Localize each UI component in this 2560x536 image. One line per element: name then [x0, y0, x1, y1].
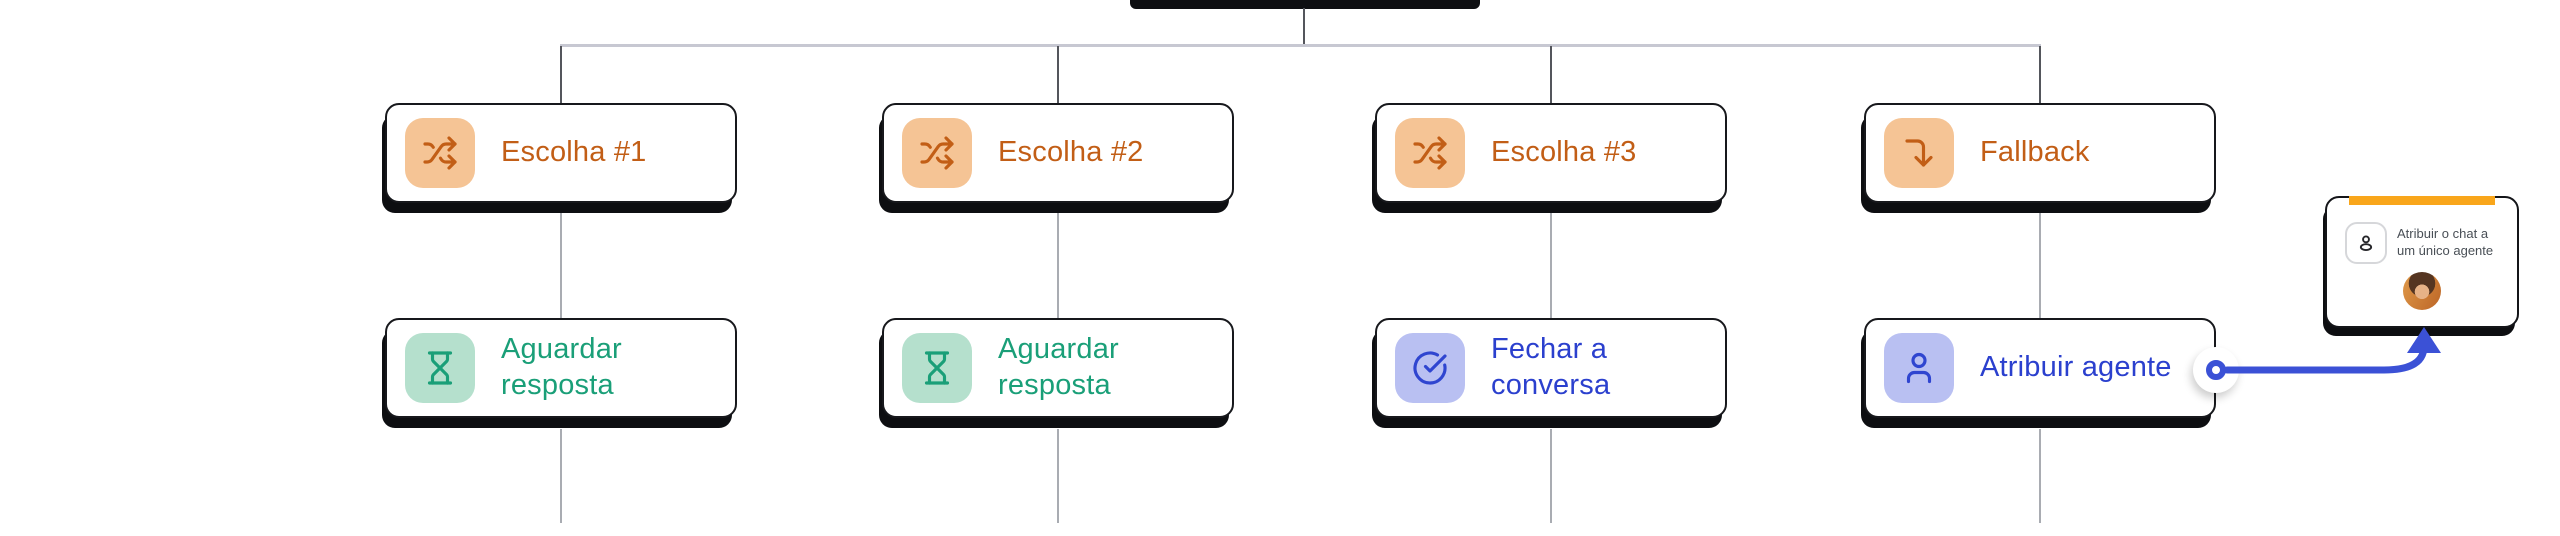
- shuffle-icon: [1395, 118, 1465, 188]
- connector-drop-2: [1057, 46, 1059, 104]
- hourglass-icon: [902, 333, 972, 403]
- node-escolha-1[interactable]: Escolha #1: [385, 103, 737, 203]
- check-circle-icon: [1395, 333, 1465, 403]
- node-label: Aguardar resposta: [998, 333, 1119, 401]
- node-label: Fechar a conversa: [1491, 333, 1611, 401]
- node-atribuir-agente[interactable]: Atribuir agente: [1864, 318, 2216, 418]
- node-fechar-conversa[interactable]: Fechar a conversa: [1375, 318, 1727, 418]
- connector-mid-2: [1057, 212, 1059, 319]
- node-label: Escolha #1: [501, 136, 647, 169]
- connector-mid-3: [1550, 212, 1552, 319]
- node-fallback[interactable]: Fallback: [1864, 103, 2216, 203]
- connector-bottom-3: [1550, 429, 1552, 523]
- assign-agent-text: Atribuir o chat a um único agente: [2397, 225, 2493, 259]
- agent-avatar: [2403, 272, 2441, 310]
- shuffle-icon: [902, 118, 972, 188]
- shuffle-icon: [405, 118, 475, 188]
- parent-node-shadow: [1130, 0, 1480, 9]
- hourglass-icon: [405, 333, 475, 403]
- node-aguardar-resposta-2[interactable]: Aguardar resposta: [882, 318, 1234, 418]
- connector-mid-4: [2039, 212, 2041, 319]
- connector-bottom-4: [2039, 429, 2041, 523]
- node-label: Aguardar resposta: [501, 333, 622, 401]
- connection-handle[interactable]: [2193, 347, 2239, 393]
- node-label: Escolha #2: [998, 136, 1144, 169]
- connection-port-icon: [2206, 360, 2226, 380]
- connector-drop-3: [1550, 46, 1552, 104]
- assign-agent-line1: Atribuir o chat a: [2397, 226, 2489, 241]
- node-aguardar-resposta-1[interactable]: Aguardar resposta: [385, 318, 737, 418]
- connector-mid-1: [560, 212, 562, 319]
- connector-bottom-2: [1057, 429, 1059, 523]
- connector-drop-1: [560, 46, 562, 104]
- node-label: Escolha #3: [1491, 136, 1637, 169]
- connector-bottom-1: [560, 429, 562, 523]
- node-label: Atribuir agente: [1980, 351, 2172, 384]
- node-escolha-3[interactable]: Escolha #3: [1375, 103, 1727, 203]
- assign-agent-card: Atribuir o chat a um único agente: [2325, 196, 2519, 328]
- node-escolha-2[interactable]: Escolha #2: [882, 103, 1234, 203]
- connector-rail: [560, 44, 2041, 47]
- person-icon: [2345, 222, 2387, 264]
- user-icon: [1884, 333, 1954, 403]
- connector-drop-4: [2039, 46, 2041, 104]
- node-label: Fallback: [1980, 136, 2090, 169]
- assign-agent-line2: um único agente: [2397, 243, 2494, 258]
- accent-bar: [2349, 196, 2495, 205]
- corner-right-down-icon: [1884, 118, 1954, 188]
- connector-parent-drop: [1303, 8, 1305, 45]
